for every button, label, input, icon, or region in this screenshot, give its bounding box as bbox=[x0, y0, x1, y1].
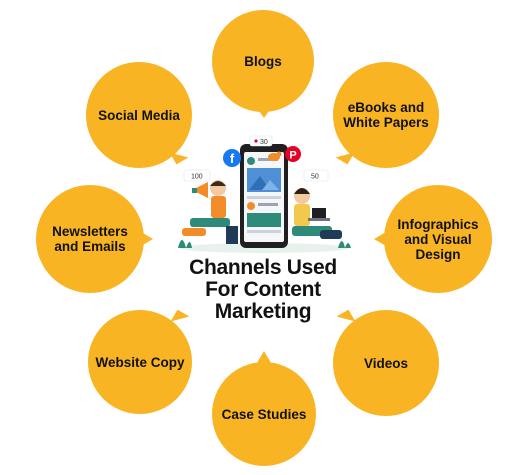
views-count: 100 bbox=[191, 174, 203, 181]
title-line: Channels Used bbox=[189, 256, 337, 279]
followers-count: 50 bbox=[311, 174, 319, 181]
bubble-label: Newsletters and Emails bbox=[52, 224, 128, 254]
bubble-social-media: Social Media bbox=[86, 62, 192, 168]
facebook-icon: f bbox=[223, 149, 241, 167]
bubble-label: Social Media bbox=[98, 107, 180, 123]
like-icon bbox=[249, 135, 273, 147]
bubble-label: eBooks and White Papers bbox=[343, 100, 429, 130]
bubble-website-copy: Website Copy bbox=[88, 310, 192, 414]
bubble-tail bbox=[374, 232, 386, 246]
megaphone-icon bbox=[192, 182, 208, 198]
bubble-tail bbox=[141, 232, 153, 246]
followers-badge bbox=[303, 169, 329, 182]
laptop-icon bbox=[308, 208, 330, 221]
svg-text:f: f bbox=[230, 151, 235, 166]
bubble-label: Case Studies bbox=[221, 406, 307, 422]
pinterest-icon: P bbox=[285, 146, 301, 162]
plant-decoration bbox=[338, 241, 351, 248]
phone-icon bbox=[240, 144, 288, 248]
bird-icon bbox=[268, 151, 282, 161]
like-count: 30 bbox=[260, 139, 268, 146]
title-line: For Content bbox=[205, 278, 321, 301]
center-illustration: f P 30 100 50 bbox=[178, 135, 351, 253]
bubble-ebooks: eBooks and White Papers bbox=[333, 62, 439, 168]
bubble-videos: Videos bbox=[333, 310, 439, 416]
bubble-label: Videos bbox=[363, 355, 409, 371]
bubble-blogs: Blogs bbox=[212, 10, 314, 112]
bubble-tail bbox=[257, 108, 271, 118]
person-right bbox=[292, 188, 342, 239]
bubble-infographics: Infographics and Visual Design bbox=[384, 185, 492, 293]
bubble-newsletters: Newsletters and Emails bbox=[36, 185, 144, 293]
views-badge bbox=[183, 169, 211, 182]
bubble-tail bbox=[257, 351, 271, 363]
bubble-label: Infographics and Visual Design bbox=[397, 216, 479, 262]
person-left bbox=[182, 180, 238, 244]
bubble-label: Blogs bbox=[244, 53, 282, 69]
plant-decoration bbox=[178, 240, 192, 248]
title-line: Marketing bbox=[214, 300, 312, 323]
bubble-label: Website Copy bbox=[95, 354, 185, 370]
diagram-title: Channels Used For Content Marketing bbox=[163, 257, 363, 323]
bubble-case-studies: Case Studies bbox=[212, 362, 316, 466]
svg-text:P: P bbox=[289, 150, 296, 162]
